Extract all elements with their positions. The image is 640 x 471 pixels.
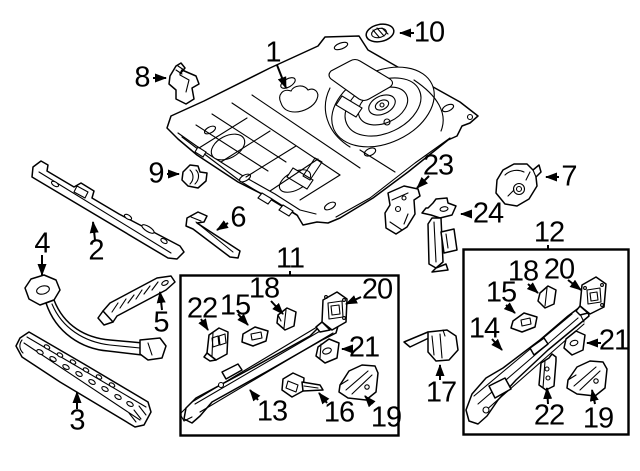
callout-part-20-left[interactable]: 20 xyxy=(361,273,393,306)
part-24-bracket-drawing xyxy=(421,197,458,273)
part-22-left-bracket-drawing xyxy=(203,327,229,362)
callout-group-12[interactable]: 12 xyxy=(533,216,565,249)
leader-part14 xyxy=(491,338,503,351)
leader-part15-left xyxy=(237,313,249,326)
callout-part-7[interactable]: 7 xyxy=(561,160,577,193)
part-8-bracket-drawing xyxy=(168,62,200,105)
part-4-rail-drawing xyxy=(24,274,167,361)
part-21-right-clip-drawing xyxy=(563,330,586,356)
leader-part22-right xyxy=(543,387,553,405)
part-3-crossmember-drawing xyxy=(15,331,152,428)
callout-part-19-left[interactable]: 19 xyxy=(370,401,402,434)
callout-part-15-left[interactable]: 15 xyxy=(219,289,251,322)
part-9-bracket-drawing xyxy=(181,164,208,189)
part-17-bracket-drawing xyxy=(403,329,459,362)
leader-arrows xyxy=(37,28,601,409)
callout-part-19-right[interactable]: 19 xyxy=(582,402,614,435)
part-5-brace-drawing xyxy=(97,275,176,326)
part-10-plug-drawing xyxy=(365,23,395,43)
group-box-12 xyxy=(462,248,630,436)
callout-part-21-right[interactable]: 21 xyxy=(598,324,630,357)
leader-part16 xyxy=(318,392,330,405)
callout-part-13[interactable]: 13 xyxy=(256,395,288,428)
part-15-left-clip-drawing xyxy=(241,326,269,347)
leader-part20-right xyxy=(567,279,582,291)
leader-part2 xyxy=(89,221,99,241)
callout-part-1[interactable]: 1 xyxy=(265,36,281,69)
callout-part-22-left[interactable]: 22 xyxy=(186,292,218,325)
part-19-right-bracket-drawing xyxy=(566,360,608,397)
part-19-left-bracket-drawing xyxy=(338,364,379,401)
part-15-right-clip-drawing xyxy=(510,312,538,333)
part-20-right-plate-drawing xyxy=(575,276,607,316)
callout-part-2[interactable]: 2 xyxy=(88,234,104,267)
callout-part-14[interactable]: 14 xyxy=(468,312,500,345)
leader-part5 xyxy=(156,291,166,311)
part-20-left-plate-drawing xyxy=(315,291,348,333)
leader-part6 xyxy=(216,220,229,231)
leader-part19-right xyxy=(589,389,599,405)
leader-part1 xyxy=(276,64,287,89)
callout-part-9[interactable]: 9 xyxy=(148,157,164,190)
leader-part19-left xyxy=(364,395,376,408)
callout-part-17[interactable]: 17 xyxy=(425,376,457,409)
part-7-bracket-drawing xyxy=(495,163,542,207)
part-6-brace-drawing xyxy=(185,211,241,259)
part-2-crossmember-drawing xyxy=(31,160,185,260)
callout-part-10[interactable]: 10 xyxy=(413,16,445,49)
callout-part-18-right[interactable]: 18 xyxy=(507,255,539,288)
part-14-frame-rail-drawing xyxy=(465,306,590,425)
part-18-right-clip-drawing xyxy=(537,285,557,309)
part-16-clip-drawing xyxy=(281,372,324,398)
part-21-left-clip-drawing xyxy=(315,338,340,364)
leader-part20-left xyxy=(345,295,362,305)
callout-part-8[interactable]: 8 xyxy=(134,61,150,94)
part-1-floor-pan-drawing xyxy=(166,35,479,226)
callout-part-18-left[interactable]: 18 xyxy=(248,272,280,305)
callout-part-5[interactable]: 5 xyxy=(153,306,169,339)
part-13-rocker-rail-drawing xyxy=(179,319,339,424)
leader-part18-right xyxy=(526,282,539,294)
callout-part-6[interactable]: 6 xyxy=(230,201,246,234)
callout-group-11[interactable]: 11 xyxy=(275,242,305,275)
callout-part-24[interactable]: 24 xyxy=(472,197,504,230)
callout-part-3[interactable]: 3 xyxy=(69,404,85,437)
callout-part-16[interactable]: 16 xyxy=(323,396,355,429)
leader-part15-right xyxy=(503,302,516,314)
callout-part-22-right[interactable]: 22 xyxy=(533,399,565,432)
part-22-right-bracket-drawing xyxy=(538,353,557,391)
leader-part18-left xyxy=(270,300,284,315)
callout-part-15-right[interactable]: 15 xyxy=(485,276,517,309)
leader-part23 xyxy=(416,175,430,189)
leader-part22-left xyxy=(198,318,209,331)
callout-part-21-left[interactable]: 21 xyxy=(348,331,380,364)
part-23-bracket-drawing xyxy=(384,185,421,235)
callout-part-4[interactable]: 4 xyxy=(34,227,50,260)
callout-part-23[interactable]: 23 xyxy=(422,149,454,182)
callout-part-20-right[interactable]: 20 xyxy=(543,253,575,286)
leader-part13 xyxy=(249,389,261,402)
